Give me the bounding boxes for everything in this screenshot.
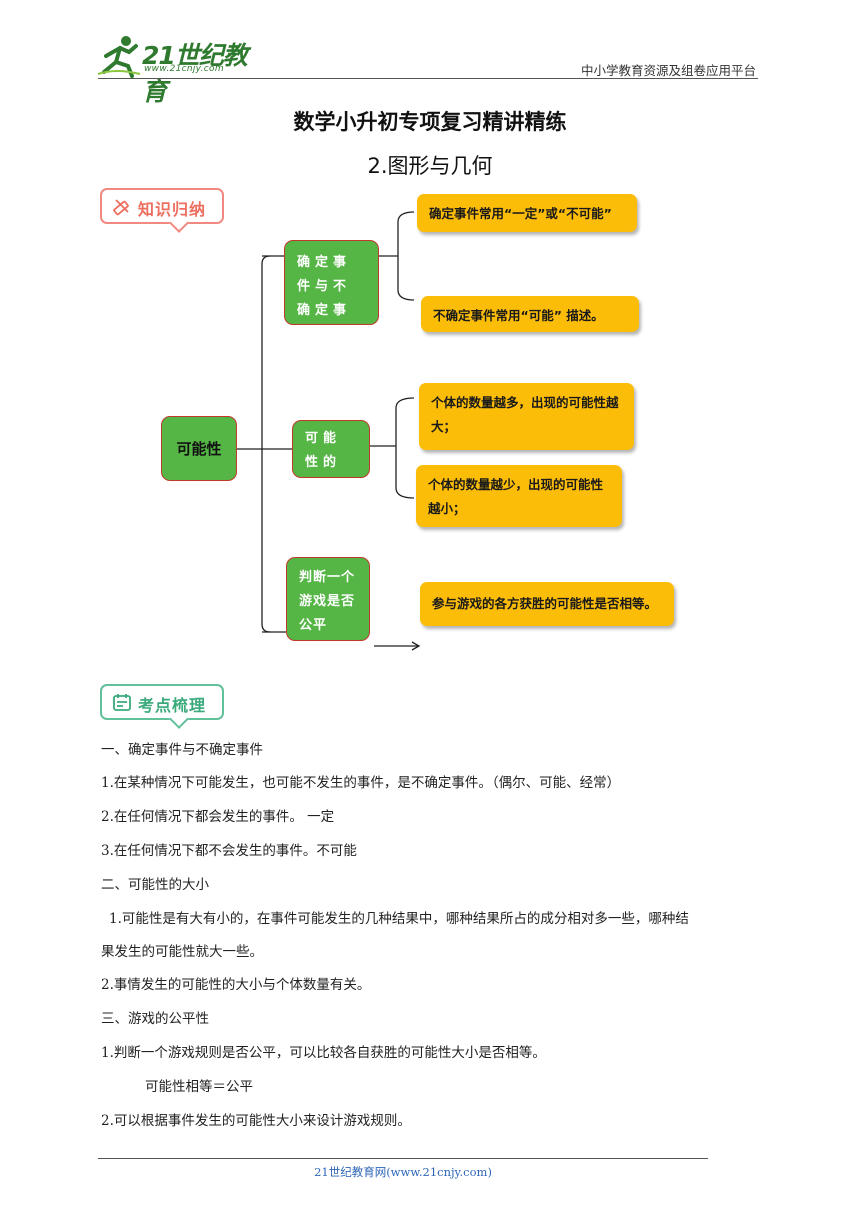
logo-text: 21世纪教育 — [142, 41, 248, 106]
content-line: 2.在任何情况下都会发生的事件。 一定 — [101, 809, 335, 825]
content-line: 1.在某种情况下可能发生，也可能不发生的事件，是不确定事件。（偶尔、可能、经常） — [101, 775, 621, 791]
content-line: 1.可能性是有大有小的，在事件可能发生的几种结果中，哪种结果所占的成分相对多一些… — [109, 911, 689, 927]
section-heading: 一、确定事件与不确定事件 — [101, 742, 263, 758]
header-platform-name: 中小学教育资源及组卷应用平台 — [580, 63, 756, 78]
mindmap-root-node: 可能性 — [161, 416, 237, 481]
footer-divider — [98, 1158, 708, 1159]
runner-logo-icon — [97, 36, 141, 78]
content-line: 可能性相等＝公平 — [145, 1079, 253, 1095]
content-line: 1.判断一个游戏规则是否公平，可以比较各自获胜的可能性大小是否相等。 — [101, 1045, 546, 1061]
pencil-ruler-icon — [113, 199, 129, 216]
badge-label: 考点梳理 — [138, 696, 207, 715]
mindmap-connectors — [237, 211, 421, 651]
logo-url: www.21cnjy.com — [144, 64, 224, 74]
key-points-badge: 考点梳理 — [100, 684, 224, 729]
calendar-icon — [113, 694, 131, 711]
mindmap-leaf-more-likely: 个体的数量越多，出现的可能性越大； — [419, 383, 634, 450]
section-heading: 三、游戏的公平性 — [101, 1011, 209, 1027]
mindmap-branch-certain-events: 确定事件与不确定事件 — [284, 240, 379, 342]
content-line: 果发生的可能性就大一些。 — [101, 944, 263, 960]
document-subtitle: 2.图形与几何 — [367, 154, 493, 178]
content-line: 2.事情发生的可能性的大小与个体数量有关。 — [101, 977, 371, 993]
mindmap-leaf-certain-event: 确定事件常用“一定”或“不可能” — [417, 194, 637, 232]
section-heading: 二、可能性的大小 — [101, 877, 209, 893]
mindmap-leaf-fair-game: 参与游戏的各方获胜的可能性是否相等。 — [420, 582, 674, 626]
document-title: 数学小升初专项复习精讲精练 — [293, 110, 567, 134]
knowledge-summary-badge: 知识归纳 — [100, 188, 224, 233]
mindmap-leaf-less-likely: 个体的数量越少，出现的可能性越小； — [416, 465, 622, 527]
content-line: 2.可以根据事件发生的可能性大小来设计游戏规则。 — [101, 1113, 411, 1129]
mindmap-leaf-uncertain-event: 不确定事件常用“可能” 描述。 — [421, 296, 639, 332]
header-divider — [98, 78, 758, 79]
badge-label: 知识归纳 — [138, 200, 207, 219]
site-logo: 21世纪教育 www.21cnjy.com — [96, 34, 266, 106]
footer-site-link[interactable]: 21世纪教育网(www.21cnjy.com) — [314, 1165, 492, 1179]
mindmap-branch-possibility-size: 可能性的大小 — [292, 420, 370, 494]
content-line: 3.在任何情况下都不会发生的事件。不可能 — [101, 843, 357, 859]
mindmap-branch-fair-game: 判断一个游戏是否公平 — [286, 557, 370, 641]
